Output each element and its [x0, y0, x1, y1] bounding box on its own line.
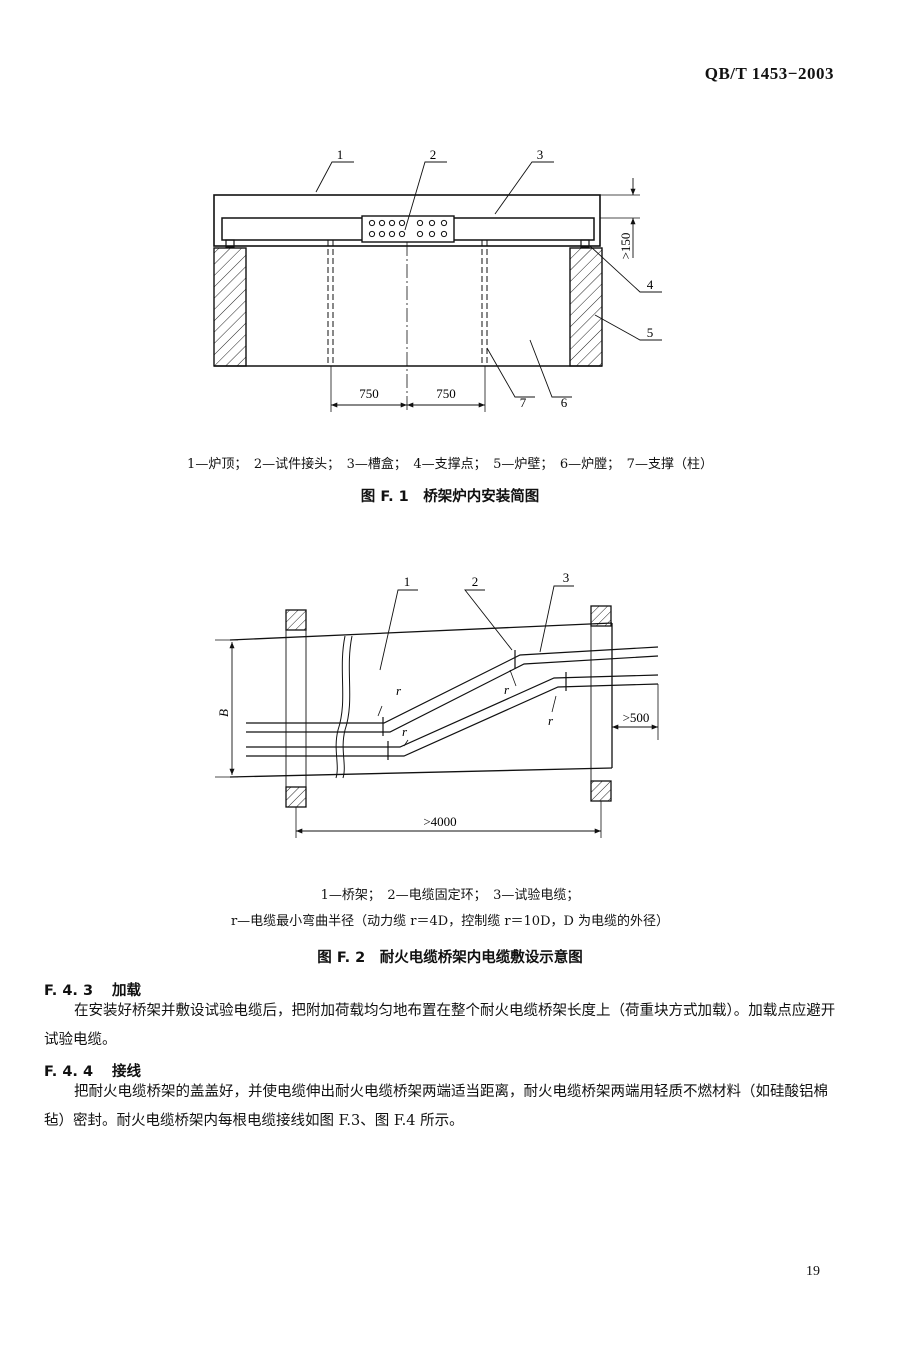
callout-1: 1 — [337, 150, 344, 162]
callout-3: 3 — [537, 150, 544, 162]
dim-clearance: >150 — [618, 233, 633, 260]
figure-f2-legend-line2: r—电缆最小弯曲半径（动力缆 r＝4D，控制缆 r＝10D，D 为电缆的外径） — [230, 914, 670, 929]
section-body-f44: 把耐火电缆桥架的盖盖好，并使电缆伸出耐火电缆桥架两端适当距离，耐火电缆桥架两端用… — [44, 1078, 844, 1136]
test-cable-lower — [246, 674, 659, 757]
figure-f1-diagram: 750 750 >150 1 2 3 4 5 6 7 — [213, 150, 662, 412]
figure-f2-caption: 图 F. 2 耐火电缆桥架内电缆敷设示意图 — [317, 950, 583, 966]
radius-label-1: r — [396, 683, 402, 698]
load-block-bottom-right — [590, 780, 612, 802]
radius-label-2: r — [402, 724, 408, 739]
support-column-right — [481, 240, 488, 366]
dim-length: >4000 — [423, 814, 456, 829]
furnace-wall-right — [569, 247, 603, 367]
radius-label-3: r — [504, 682, 510, 697]
callout-6: 6 — [561, 395, 568, 410]
load-block-top-left — [285, 609, 307, 631]
load-block-top-right — [590, 605, 612, 627]
support-point-left — [225, 239, 235, 248]
dim-width-b: B — [216, 709, 231, 717]
figure-f2-legend-line1: 1—桥架； 2—电缆固定环； 3—试验电缆； — [320, 888, 580, 903]
support-point-right — [580, 239, 590, 248]
joint-holes — [368, 219, 448, 238]
callout-5: 5 — [647, 325, 654, 340]
section-heading-f44: F. 4. 4 接线 — [44, 1060, 141, 1081]
dim-span-right: 750 — [436, 386, 456, 401]
section-number: F. 4. 4 — [44, 1064, 94, 1080]
figure-f1-legend: 1—炉顶； 2—试件接头； 3—槽盒； 4—支撑点； 5—炉壁； 6—炉膛； 7… — [187, 457, 713, 472]
section-title: 加载 — [112, 983, 141, 999]
furnace-wall-left — [213, 247, 247, 367]
standard-code: QB/T 1453−2003 — [704, 64, 834, 83]
paragraph: 在安装好桥架并敷设试验电缆后，把附加荷载均匀地布置在整个耐火电缆桥架长度上（荷重… — [44, 1003, 836, 1048]
test-cable-upper — [246, 646, 659, 733]
section-body-f43: 在安装好桥架并敷设试验电缆后，把附加荷载均匀地布置在整个耐火电缆桥架长度上（荷重… — [44, 997, 844, 1055]
dim-span-left: 750 — [359, 386, 379, 401]
figure-f1-caption: 图 F. 1 桥架炉内安装简图 — [360, 489, 540, 505]
section-number: F. 4. 3 — [44, 983, 94, 999]
f2-callout-2: 2 — [472, 574, 479, 589]
section-heading-f43: F. 4. 3 加载 — [44, 979, 141, 1000]
paragraph: 把耐火电缆桥架的盖盖好，并使电缆伸出耐火电缆桥架两端适当距离，耐火电缆桥架两端用… — [44, 1084, 828, 1129]
f2-callout-1: 1 — [404, 574, 411, 589]
callout-2: 2 — [430, 150, 437, 162]
load-block-bottom-left — [285, 786, 307, 808]
callout-7: 7 — [520, 395, 527, 410]
dim-overhang: >500 — [623, 710, 650, 725]
f2-callout-3: 3 — [563, 570, 570, 585]
section-title: 接线 — [112, 1064, 141, 1080]
page-number: 19 — [806, 1264, 820, 1279]
figure-f2-diagram: r r r r B >500 >4000 1 2 3 — [215, 570, 659, 838]
support-column-left — [327, 240, 334, 366]
callout-4: 4 — [647, 277, 654, 292]
radius-label-4: r — [548, 713, 554, 728]
